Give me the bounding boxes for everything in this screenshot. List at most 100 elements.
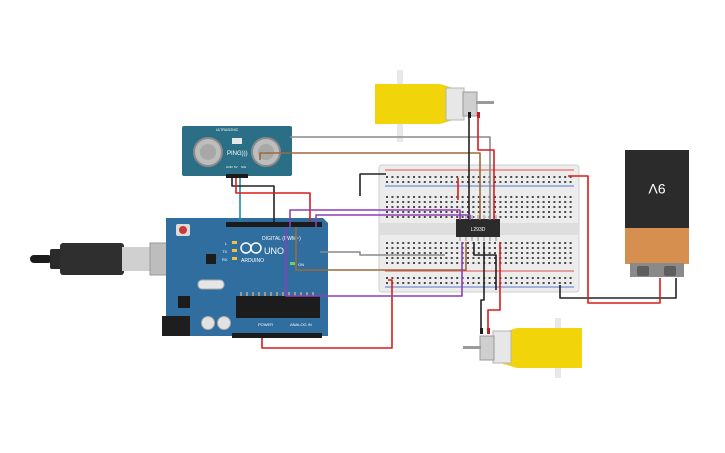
breadboard-hole[interactable] — [456, 211, 459, 213]
breadboard-hole[interactable] — [407, 201, 410, 203]
breadboard-hole[interactable] — [396, 277, 399, 279]
breadboard-hole[interactable] — [548, 196, 550, 198]
battery-9v[interactable]: 9V — [625, 150, 689, 277]
breadboard-hole[interactable] — [558, 211, 561, 213]
wire-black-battery[interactable] — [559, 278, 677, 299]
breadboard-hole[interactable] — [456, 176, 459, 178]
breadboard-hole[interactable] — [542, 211, 545, 213]
breadboard-hole[interactable] — [531, 282, 534, 284]
breadboard-hole[interactable] — [531, 211, 534, 213]
breadboard-hole[interactable] — [429, 277, 432, 279]
wire-red-motor-top[interactable] — [477, 116, 495, 220]
breadboard-hole[interactable] — [488, 242, 491, 244]
breadboard-hole[interactable] — [499, 206, 502, 208]
breadboard-hole[interactable] — [569, 211, 572, 213]
breadboard-hole[interactable] — [564, 176, 567, 178]
breadboard-hole[interactable] — [531, 216, 534, 218]
breadboard-hole[interactable] — [456, 247, 459, 249]
wire-black-motor-bottom[interactable] — [480, 242, 485, 330]
breadboard-hole[interactable] — [499, 176, 502, 178]
breadboard-hole[interactable] — [510, 247, 513, 249]
breadboard-hole[interactable] — [537, 201, 540, 203]
breadboard-hole[interactable] — [467, 242, 469, 244]
breadboard-hole[interactable] — [558, 216, 561, 218]
breadboard-hole[interactable] — [564, 282, 567, 284]
breadboard-hole[interactable] — [526, 176, 529, 178]
breadboard-hole[interactable] — [467, 211, 469, 213]
breadboard-hole[interactable] — [434, 216, 437, 218]
breadboard-hole[interactable] — [407, 277, 410, 279]
breadboard-hole[interactable] — [569, 196, 572, 198]
dc-motor-bottom[interactable] — [463, 318, 582, 378]
breadboard-hole[interactable] — [510, 242, 513, 244]
breadboard-hole[interactable] — [537, 211, 540, 213]
breadboard-hole[interactable] — [494, 257, 496, 259]
breadboard-hole[interactable] — [456, 216, 459, 218]
breadboard-hole[interactable] — [407, 206, 410, 208]
breadboard-hole[interactable] — [526, 282, 529, 284]
breadboard-hole[interactable] — [477, 257, 480, 259]
breadboard-hole[interactable] — [521, 216, 523, 218]
breadboard-hole[interactable] — [564, 262, 567, 264]
breadboard-hole[interactable] — [467, 252, 469, 254]
breadboard-hole[interactable] — [569, 181, 572, 183]
breadboard-hole[interactable] — [472, 211, 475, 213]
breadboard-hole[interactable] — [553, 277, 556, 279]
breadboard-hole[interactable] — [515, 247, 518, 249]
breadboard-hole[interactable] — [510, 282, 513, 284]
breadboard-hole[interactable] — [521, 206, 523, 208]
breadboard-hole[interactable] — [494, 201, 496, 203]
breadboard-hole[interactable] — [499, 201, 502, 203]
breadboard-hole[interactable] — [494, 196, 496, 198]
breadboard-hole[interactable] — [558, 201, 561, 203]
breadboard-hole[interactable] — [450, 252, 453, 254]
breadboard-hole[interactable] — [553, 181, 556, 183]
breadboard-hole[interactable] — [477, 211, 480, 213]
breadboard-hole[interactable] — [440, 201, 442, 203]
breadboard-hole[interactable] — [558, 206, 561, 208]
wire-gray-1[interactable] — [290, 136, 491, 220]
breadboard-hole[interactable] — [429, 211, 432, 213]
breadboard-hole[interactable] — [418, 196, 421, 198]
breadboard-hole[interactable] — [515, 201, 518, 203]
breadboard-hole[interactable] — [494, 181, 496, 183]
breadboard-hole[interactable] — [515, 176, 518, 178]
breadboard-hole[interactable] — [526, 181, 529, 183]
breadboard-hole[interactable] — [467, 201, 469, 203]
breadboard-hole[interactable] — [402, 206, 405, 208]
breadboard-hole[interactable] — [558, 196, 561, 198]
breadboard-hole[interactable] — [413, 247, 415, 249]
breadboard-hole[interactable] — [564, 196, 567, 198]
breadboard-hole[interactable] — [494, 247, 496, 249]
breadboard-hole[interactable] — [440, 176, 442, 178]
breadboard-hole[interactable] — [531, 176, 534, 178]
breadboard-hole[interactable] — [504, 211, 507, 213]
breadboard-hole[interactable] — [558, 242, 561, 244]
breadboard-hole[interactable] — [515, 277, 518, 279]
breadboard-hole[interactable] — [526, 196, 529, 198]
breadboard-hole[interactable] — [402, 196, 405, 198]
breadboard-hole[interactable] — [521, 252, 523, 254]
breadboard-hole[interactable] — [396, 196, 399, 198]
breadboard-hole[interactable] — [440, 211, 442, 213]
breadboard-hole[interactable] — [445, 181, 448, 183]
breadboard-hole[interactable] — [472, 206, 475, 208]
breadboard-hole[interactable] — [407, 211, 410, 213]
breadboard-hole[interactable] — [461, 181, 464, 183]
breadboard-hole[interactable] — [515, 242, 518, 244]
ultrasonic-sensor[interactable]: PING))) ULTRASONIC GND 5V SIG — [182, 126, 292, 178]
breadboard-hole[interactable] — [445, 201, 448, 203]
breadboard-hole[interactable] — [407, 247, 410, 249]
breadboard-hole[interactable] — [423, 216, 426, 218]
breadboard-hole[interactable] — [391, 176, 394, 178]
breadboard-hole[interactable] — [542, 262, 545, 264]
breadboard-hole[interactable] — [407, 176, 410, 178]
breadboard-hole[interactable] — [434, 181, 437, 183]
breadboard-hole[interactable] — [504, 262, 507, 264]
breadboard-hole[interactable] — [504, 216, 507, 218]
breadboard-hole[interactable] — [553, 262, 556, 264]
breadboard-hole[interactable] — [526, 262, 529, 264]
breadboard-hole[interactable] — [558, 282, 561, 284]
breadboard-hole[interactable] — [521, 257, 523, 259]
breadboard-hole[interactable] — [440, 252, 442, 254]
